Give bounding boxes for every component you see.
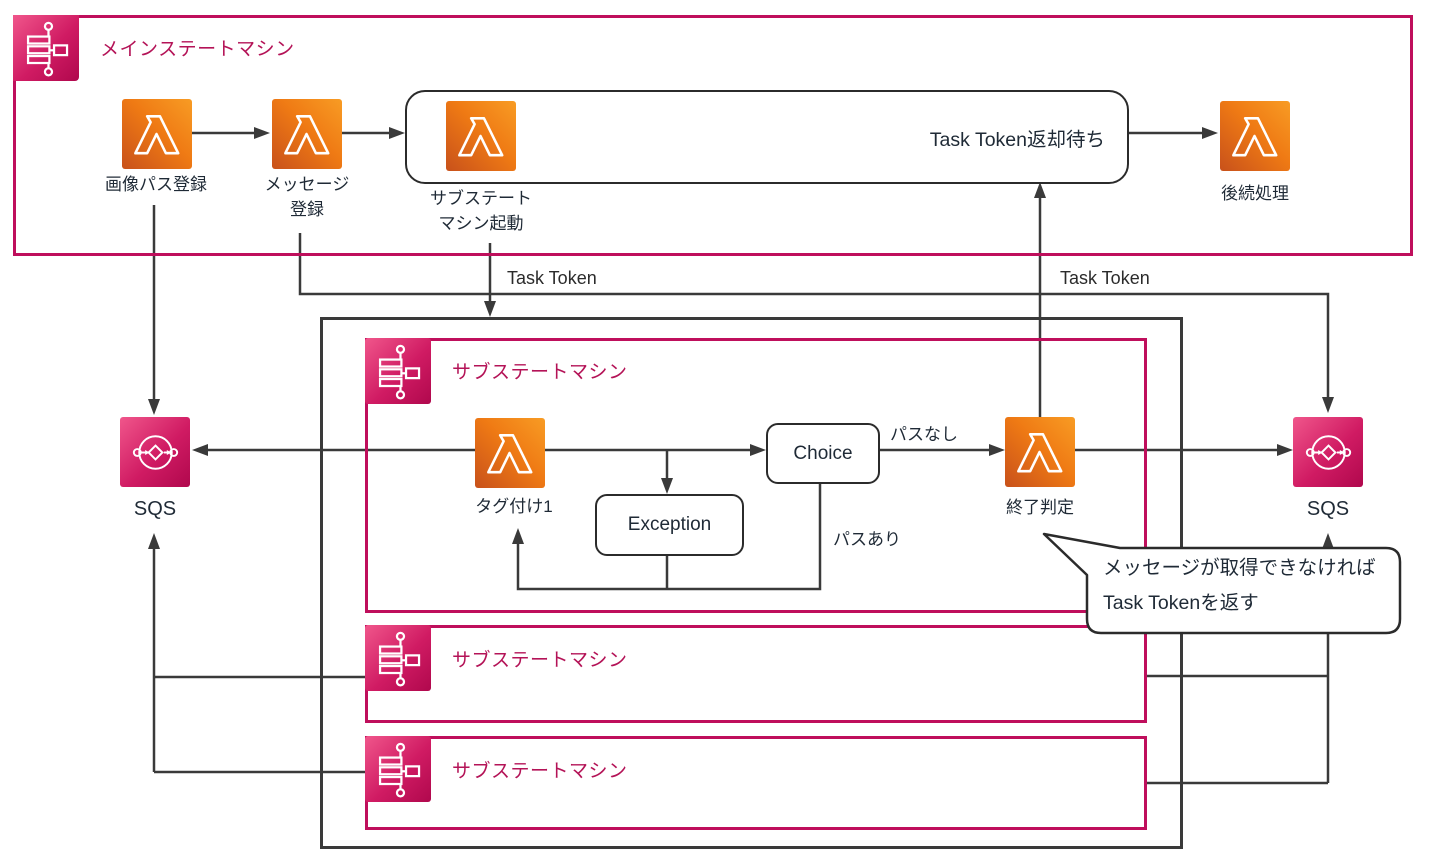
sub-box-1-title: サブステートマシン xyxy=(452,362,628,383)
edge-label-task-token-right: Task Token xyxy=(1060,268,1150,288)
sub-box-2-title: サブステートマシン xyxy=(452,650,628,671)
lambda-label-message-register: メッセージ 登録 xyxy=(265,172,350,222)
task-token-wait-state: Task Token返却待ち xyxy=(405,90,1129,184)
speech-bubble-text: メッセージが取得できなければ Task Tokenを返す xyxy=(1103,551,1395,621)
step-functions-icon xyxy=(13,15,79,81)
lambda-icon xyxy=(272,99,342,169)
edge-label-no-path: パスなし xyxy=(890,425,958,444)
edge-label-has-path: パスあり xyxy=(833,530,901,549)
task-token-wait-label: Task Token返却待ち xyxy=(929,128,1105,151)
lambda-label-post-process: 後続処理 xyxy=(1221,184,1289,203)
sub-box-3-title: サブステートマシン xyxy=(452,761,628,782)
choice-state: Choice xyxy=(766,423,880,484)
exception-state: Exception xyxy=(595,494,744,556)
lambda-icon xyxy=(122,99,192,169)
arrowheads xyxy=(148,127,1334,549)
lambda-label-tagging1: タグ付け1 xyxy=(475,497,553,516)
sqs-right-label: SQS xyxy=(1306,498,1350,520)
sqs-icon xyxy=(120,417,190,487)
lambda-icon xyxy=(446,101,516,171)
edge-label-task-token-left: Task Token xyxy=(507,268,597,288)
label-line: マシン起動 xyxy=(438,214,524,233)
main-state-machine-box xyxy=(13,15,1413,256)
step-functions-icon xyxy=(365,625,431,691)
lambda-icon xyxy=(475,418,545,488)
label-line: サブステート xyxy=(430,189,532,208)
lambda-icon xyxy=(1005,417,1075,487)
label-line: 登録 xyxy=(289,200,324,219)
label-line: メッセージ xyxy=(264,175,350,194)
step-functions-icon xyxy=(365,338,431,404)
lambda-label-sub-sm-start: サブステート マシン起動 xyxy=(430,186,532,236)
sqs-icon xyxy=(1293,417,1363,487)
bubble-line-2: Task Tokenを返す xyxy=(1103,592,1259,614)
bubble-line-1: メッセージが取得できなければ xyxy=(1103,557,1376,579)
sqs-left-label: SQS xyxy=(133,498,177,520)
sub-state-machine-box-1 xyxy=(365,338,1147,613)
step-functions-icon xyxy=(365,736,431,802)
lambda-icon xyxy=(1220,101,1290,171)
lambda-label-end-check: 終了判定 xyxy=(1006,498,1074,517)
main-box-title: メインステートマシン xyxy=(100,39,295,60)
lambda-label-image-path-register: 画像パス登録 xyxy=(105,175,207,194)
